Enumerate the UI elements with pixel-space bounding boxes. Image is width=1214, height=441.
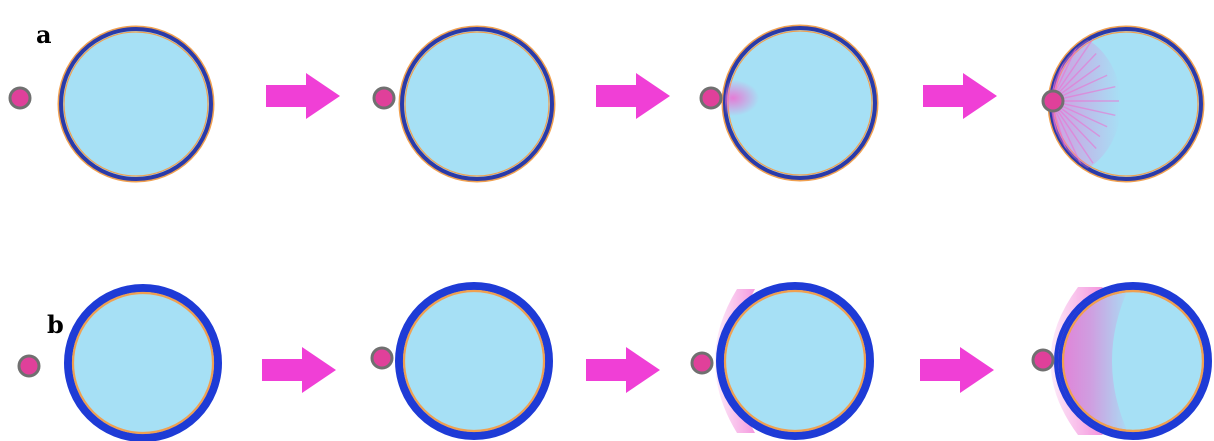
row-label-b: b bbox=[47, 310, 64, 339]
cell-membrane bbox=[720, 286, 870, 436]
cell-b-1 bbox=[68, 288, 218, 438]
cell-a-2 bbox=[400, 27, 554, 181]
cell-membrane bbox=[68, 288, 218, 438]
cell-b-3 bbox=[720, 286, 870, 436]
arrow-a-2 bbox=[596, 73, 670, 119]
particle-a-1 bbox=[10, 88, 30, 108]
arrow-b-1 bbox=[262, 347, 336, 393]
row-b-sequence bbox=[19, 283, 1208, 439]
arrow-a-3 bbox=[923, 73, 997, 119]
particle-b-3 bbox=[692, 353, 712, 373]
row-label-a: a bbox=[36, 20, 52, 49]
particle-b-4 bbox=[1033, 350, 1053, 370]
row-a-sequence bbox=[10, 21, 1203, 182]
cell-membrane bbox=[61, 29, 211, 179]
arrow-shape bbox=[266, 73, 340, 119]
particle-b-1 bbox=[19, 356, 39, 376]
particle-a-2 bbox=[374, 88, 394, 108]
arrow-a-1 bbox=[266, 73, 340, 119]
cell-membrane bbox=[399, 286, 549, 436]
cell-a-1 bbox=[59, 27, 213, 181]
cell-b-2 bbox=[399, 286, 549, 436]
particle-a-3 bbox=[701, 88, 721, 108]
arrow-b-2 bbox=[586, 347, 660, 393]
arrow-shape bbox=[262, 347, 336, 393]
cell-membrane bbox=[402, 29, 552, 179]
arrow-shape bbox=[596, 73, 670, 119]
particle-b-2 bbox=[372, 348, 392, 368]
arrow-shape bbox=[586, 347, 660, 393]
arrow-shape bbox=[920, 347, 994, 393]
particle-a-4 bbox=[1043, 91, 1063, 111]
arrow-shape bbox=[923, 73, 997, 119]
arrow-b-3 bbox=[920, 347, 994, 393]
